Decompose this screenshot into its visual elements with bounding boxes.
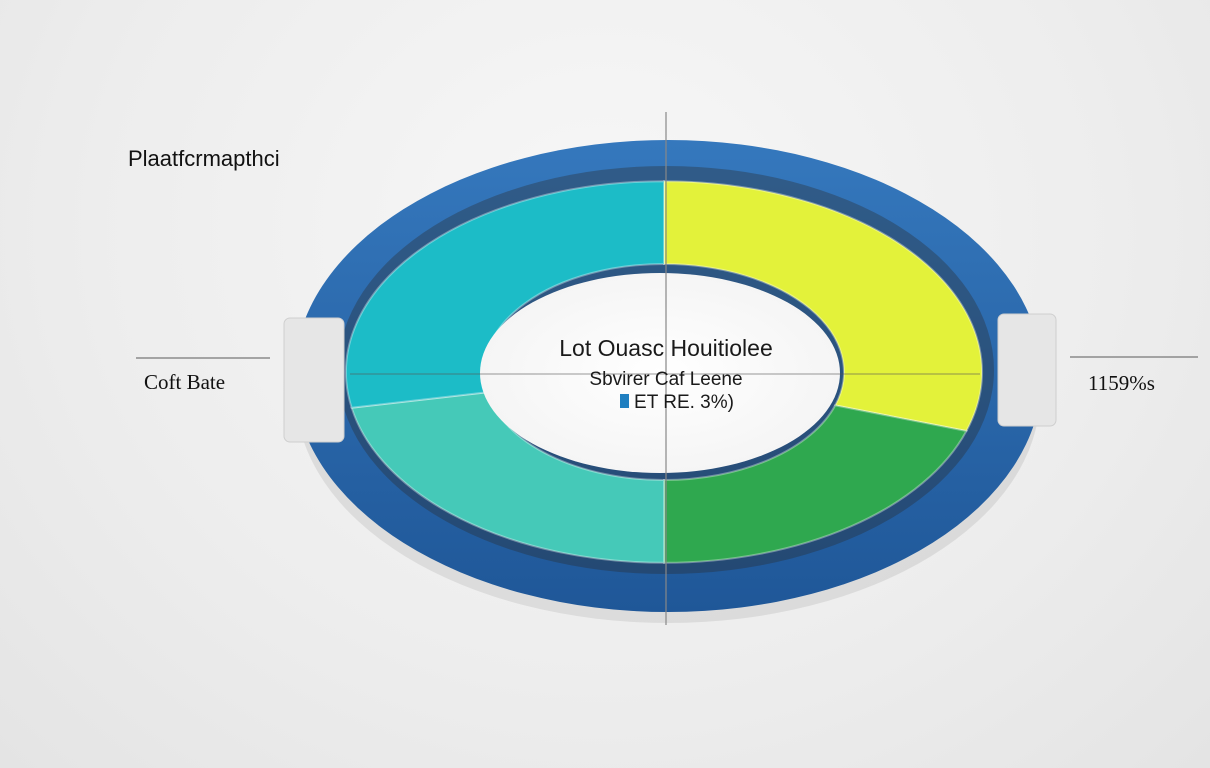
left-label: Coft Bate — [144, 370, 225, 394]
left-tab — [283, 317, 345, 443]
chart-title: Plaatfcrmapthci — [128, 146, 280, 171]
donut-slice-1 — [663, 180, 983, 433]
donut-slices — [345, 180, 983, 564]
center-value-marker — [620, 394, 629, 408]
right-tab — [997, 313, 1057, 427]
right-label: 1159%s — [1088, 371, 1155, 395]
donut-slice-3 — [350, 391, 665, 564]
donut-hole — [480, 273, 840, 473]
donut-slice-2 — [663, 404, 968, 564]
center-value: ET RE. 3%) — [634, 392, 734, 413]
center-line-1: Lot Ouasc Houitiolee — [559, 335, 773, 361]
center-line-2: Sbvirer Caf Leene — [589, 369, 742, 390]
